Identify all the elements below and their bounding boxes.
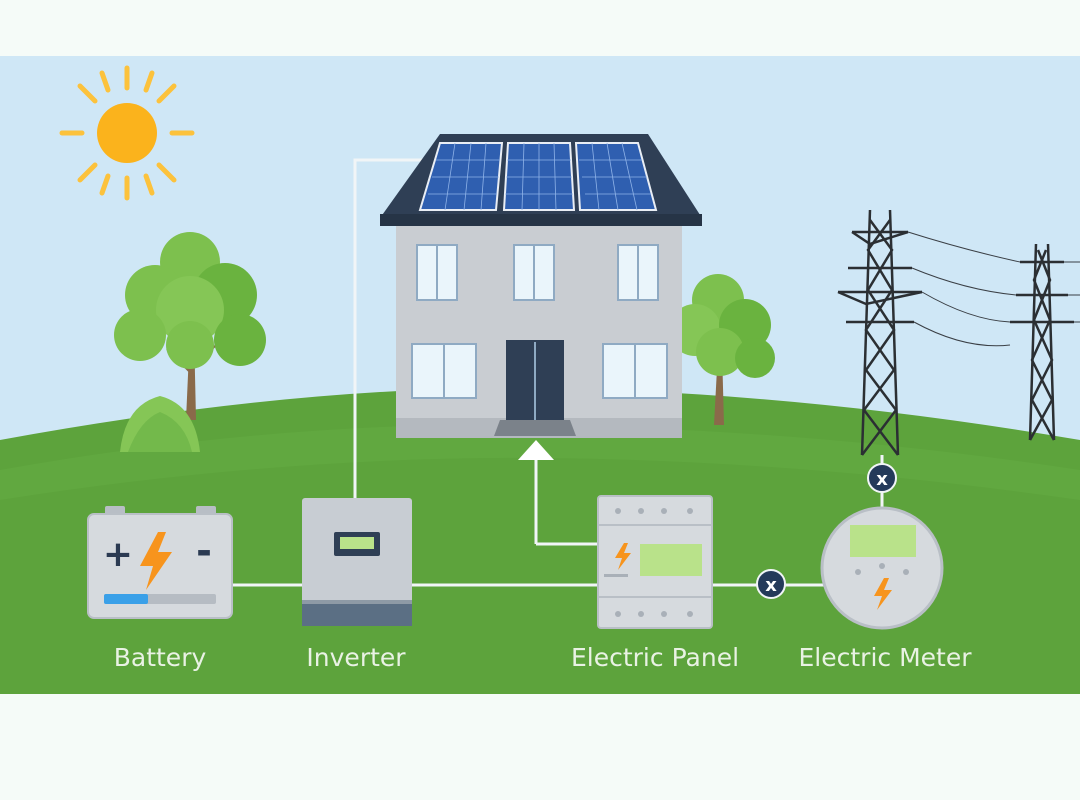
- battery-plus-symbol: +: [103, 534, 133, 575]
- battery-device: [87, 506, 233, 619]
- solar-panel-icon: [418, 142, 658, 211]
- disconnect-symbol: x: [765, 575, 777, 596]
- inverter-device: [302, 498, 412, 626]
- bolt-icon: [615, 543, 631, 570]
- arrow-up-icon: [518, 440, 554, 460]
- hill-shade: [0, 424, 1080, 500]
- tree-left: [114, 232, 266, 452]
- bolt-icon: [140, 532, 172, 590]
- electric-meter-label: Electric Meter: [798, 643, 972, 672]
- inverter-label: Inverter: [306, 643, 406, 672]
- disconnect-node-meter: x: [756, 569, 786, 599]
- meter-screen: [850, 525, 916, 557]
- battery-minus-symbol: -: [196, 529, 212, 573]
- disconnect-symbol: x: [876, 469, 888, 490]
- power-tower-icon: [837, 209, 1074, 456]
- sun-icon: [59, 65, 195, 201]
- panel-screen: [640, 544, 702, 576]
- electric-panel-device: [597, 495, 713, 629]
- disconnect-node-grid: x: [867, 463, 897, 493]
- electric-panel-label: Electric Panel: [570, 643, 740, 672]
- electric-meter-device: [820, 506, 944, 630]
- battery-label: Battery: [113, 643, 207, 672]
- power-lines: [907, 231, 1080, 347]
- house: [380, 134, 702, 438]
- battery-charge-bar: [104, 594, 148, 604]
- bolt-icon: [874, 578, 892, 610]
